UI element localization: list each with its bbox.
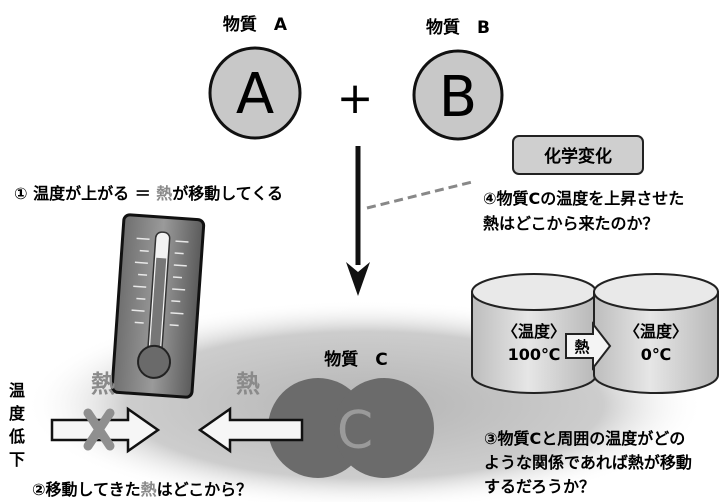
dashed-connector [366, 180, 473, 210]
substance-b-letter: B [439, 65, 477, 130]
step3-line2: ような関係であれば熱が移動 [484, 453, 692, 472]
step2-text: ②移動してきた熱はどこから？ [32, 480, 252, 499]
cylinder-heat-label: 熱 [574, 338, 589, 356]
heat-arrow-right-blocked [50, 406, 161, 454]
substance-b-label: 物質 B [426, 17, 490, 38]
cylinder-heat-arrow [565, 321, 612, 371]
step2-heat-word: 熱 [141, 480, 157, 499]
substance-a-circle [208, 46, 302, 140]
chemical-change-label: 化学変化 [544, 146, 612, 167]
step1-heat-word: 熱 [156, 184, 172, 203]
cross-icon [83, 408, 115, 451]
substance-c-label: 物質 C [324, 349, 387, 370]
step1-text: ① 温度が上がる ＝ 熱が移動してくる [14, 184, 283, 203]
cylinder-right-top: 〈温度〉 [624, 322, 688, 341]
step4-line1: ④物質Cの温度を上昇させた [483, 189, 684, 208]
substance-b-circle [412, 49, 504, 141]
heat-label-blocked: 熱 [91, 370, 115, 398]
temp-drop-char-4: 下 [9, 450, 25, 469]
step2-prefix: ②移動してきた [32, 480, 141, 499]
temp-drop-char-2: 度 [9, 404, 26, 423]
substance-c-circle-right [334, 378, 434, 478]
cylinder-right-bottom: 0℃ [641, 345, 672, 364]
reaction-arrow-head [346, 262, 370, 296]
chemical-change-box [512, 135, 644, 175]
cylinder-left-top: 〈温度〉 [502, 322, 566, 341]
substance-a-label: 物質 A [223, 14, 288, 35]
step4-line2: 熱はどこから来たのか？ [483, 214, 659, 233]
step3-line3: するだろうか？ [484, 477, 595, 496]
step1-prefix: ① 温度が上がる ＝ [14, 184, 156, 203]
temp-drop-char-3: 低 [8, 427, 25, 446]
substance-c-letter: C [337, 401, 373, 461]
temp-drop-char-1: 温 [8, 381, 25, 400]
cylinder-left-bottom: 100℃ [508, 345, 561, 364]
substance-a-letter: A [236, 62, 274, 127]
cylinder-right-icon [593, 273, 719, 394]
step1-suffix: が移動してくる [172, 184, 283, 203]
step3-line1: ③物質Cと周囲の温度がどの [484, 429, 685, 448]
step2-suffix: はどこから？ [157, 480, 253, 499]
thermometer-icon [110, 213, 206, 399]
heat-arrow-left [197, 406, 304, 454]
heat-label-arrow: 熱 [236, 370, 260, 398]
plus-sign: + [337, 73, 374, 124]
